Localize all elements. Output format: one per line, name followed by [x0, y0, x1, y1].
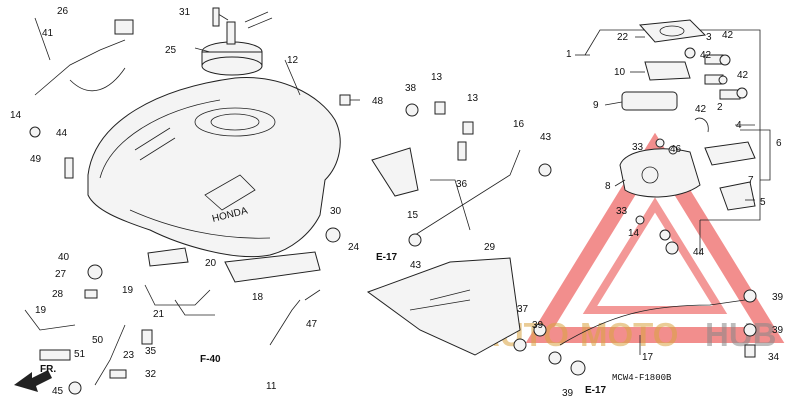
part-label-20: 20: [205, 258, 217, 269]
diagram-code: MCW4-F1800B: [612, 373, 672, 383]
part-label-50: 50: [92, 335, 104, 346]
part-label-39d: 39: [562, 388, 574, 399]
part-label-19b: 19: [35, 305, 47, 316]
fuel-pump: [621, 54, 741, 111]
watermark-text-2: MOTO: [580, 316, 678, 353]
ref-f40: F-40: [200, 354, 221, 365]
part-label-47: 47: [306, 319, 318, 330]
part-label-42c: 42: [737, 70, 749, 81]
pump-base: [619, 148, 701, 198]
pad-18: [224, 251, 321, 283]
part-label-29: 29: [484, 242, 496, 253]
part-label-1: 1: [566, 49, 572, 60]
part-label-4: 4: [736, 120, 742, 131]
part-labels: 1 2 3 4 5 6 7 8 9 10 11 12 13 13 14 14 1…: [10, 6, 784, 399]
watermark-text-3: HUB: [705, 316, 777, 353]
pump-assembly-frame: [584, 29, 761, 221]
tray-cover: [366, 257, 521, 356]
part-label-26: 26: [57, 6, 69, 17]
part-label-43a: 43: [540, 132, 552, 143]
part-label-43b: 43: [410, 260, 422, 271]
part-label-34: 34: [768, 352, 780, 363]
part-label-49: 49: [30, 154, 42, 165]
leader-lines: [34, 11, 755, 355]
part-label-18: 18: [252, 292, 264, 303]
part-label-7: 7: [748, 175, 754, 186]
part-label-17: 17: [642, 352, 654, 363]
fuel-tank: HONDA: [87, 77, 341, 258]
part-label-45: 45: [52, 386, 64, 397]
part-label-25: 25: [165, 45, 177, 56]
part-label-32: 32: [145, 369, 157, 380]
part-label-19a: 19: [122, 285, 134, 296]
wire-23: [94, 324, 126, 386]
pump-cover-plate: [638, 19, 707, 43]
part-label-42a: 42: [700, 50, 712, 61]
vent-hose-26b: [69, 67, 126, 92]
part-label-15: 15: [407, 210, 419, 221]
part-label-5: 5: [760, 197, 766, 208]
part-label-12: 12: [287, 55, 299, 66]
drain-tube-47: [304, 289, 321, 301]
part-label-33b: 33: [616, 206, 628, 217]
part-label-13a: 13: [431, 72, 443, 83]
part-label-48: 48: [372, 96, 384, 107]
part-label-3: 3: [706, 32, 712, 43]
part-label-16: 16: [513, 119, 525, 130]
part-label-14b: 14: [628, 228, 640, 239]
pump-bracket: [694, 117, 771, 211]
part-label-46: 46: [670, 144, 682, 155]
part-label-28: 28: [52, 289, 64, 300]
part-label-21: 21: [153, 309, 165, 320]
part-label-23: 23: [123, 350, 135, 361]
fuel-hose-17: [559, 299, 746, 346]
part-label-39b: 39: [772, 325, 784, 336]
part-label-9: 9: [593, 100, 599, 111]
fuel-hose-16: [414, 149, 521, 236]
part-label-14a: 14: [10, 110, 22, 121]
drain-tube-11: [269, 299, 301, 346]
part-label-30: 30: [330, 206, 342, 217]
fasteners: [29, 7, 757, 395]
part-label-35: 35: [145, 346, 157, 357]
part-label-33a: 33: [632, 142, 644, 153]
hose-bracket: [430, 179, 471, 231]
part-label-2: 2: [717, 102, 723, 113]
part-label-13b: 13: [467, 93, 479, 104]
part-label-24: 24: [348, 242, 360, 253]
part-label-6: 6: [776, 138, 782, 149]
part-label-11: 11: [266, 381, 277, 392]
breather-tube-21: [174, 299, 215, 316]
part-label-51: 51: [74, 349, 86, 360]
breather-tube-19b: [24, 309, 76, 331]
part-label-22: 22: [617, 32, 629, 43]
part-label-39a: 39: [772, 292, 784, 303]
part-label-39c: 39: [532, 320, 544, 331]
breather-tube-19: [144, 284, 211, 306]
front-direction-arrow: FR.: [14, 364, 56, 392]
ref-e17-upper: E-17: [376, 252, 398, 263]
part-label-42d: 42: [695, 104, 707, 115]
vent-cap: [114, 19, 134, 35]
tank-bracket: [371, 147, 419, 197]
part-label-31: 31: [179, 7, 191, 18]
part-label-44b: 44: [693, 247, 705, 258]
part-label-38: 38: [405, 83, 417, 94]
part-label-8: 8: [605, 181, 611, 192]
part-label-44a: 44: [56, 128, 68, 139]
part-label-10: 10: [614, 67, 626, 78]
part-label-42b: 42: [722, 30, 734, 41]
fuel-cap: [201, 11, 273, 76]
part-label-37: 37: [517, 304, 529, 315]
part-label-27: 27: [55, 269, 67, 280]
part-label-40: 40: [58, 252, 70, 263]
vent-hose-26: [34, 39, 126, 96]
part-label-36: 36: [456, 179, 468, 190]
part-label-41: 41: [42, 28, 54, 39]
fr-label: FR.: [40, 364, 56, 375]
ref-e17-lower: E-17: [585, 385, 607, 396]
pad-20: [147, 247, 189, 267]
